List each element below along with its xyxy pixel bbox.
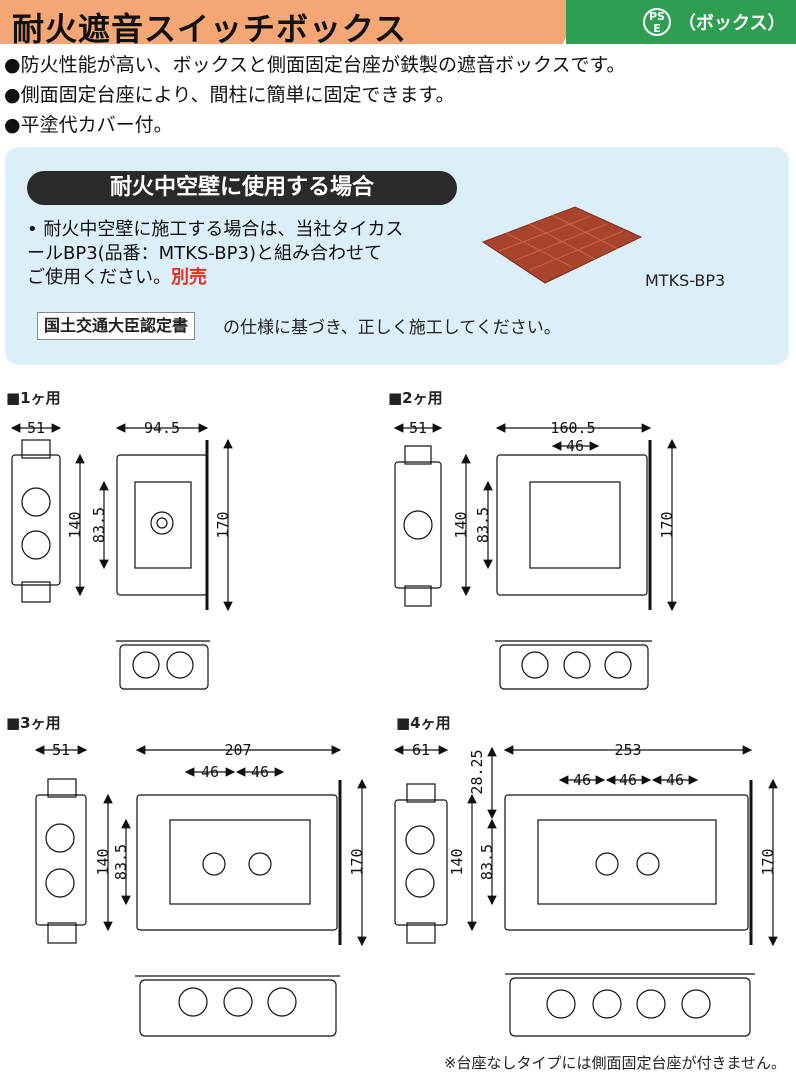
panel-text-line3-main: ご使用ください。 [27, 267, 171, 288]
dim-1gang-140: 140 [66, 511, 84, 538]
dim-4gang-835: 83.5 [478, 844, 496, 880]
dim-4gang-140: 140 [448, 848, 466, 875]
panel-text-line2: ールBP3(品番：MTKS-BP3)と組み合わせて [27, 243, 382, 264]
dim-3gang-pitch1: 46 [201, 763, 219, 781]
feature-item: ●平塗代カバー付。 [4, 114, 173, 136]
dim-4gang-width: 253 [614, 741, 641, 759]
drawing-4gang-bottom [505, 973, 755, 1037]
certificate-text: の仕様に基づき、正しく施工してください。 [223, 318, 561, 338]
dim-2gang-835: 83.5 [474, 507, 492, 543]
certificate-label: 国土交通大臣認定書 [37, 312, 196, 340]
drawing-1gang-front [75, 423, 233, 612]
drawing-4gang-front [467, 745, 778, 947]
header: 耐火遮音スイッチボックス PS E （ボックス） [0, 0, 796, 48]
dim-2gang-width: 160.5 [550, 419, 595, 437]
pse-mark-icon: PS E [643, 8, 671, 36]
feature-item: ●側面固定台座により、間柱に簡単に固定できます。 [4, 84, 455, 106]
panel-text-line1: • 耐火中空壁に施工する場合は、当社タイカス [27, 219, 404, 240]
dim-1gang-width: 94.5 [144, 419, 180, 437]
dim-4gang-pitch3: 46 [666, 771, 684, 789]
dim-1gang-835: 83.5 [90, 507, 108, 543]
drawing-3gang-front [103, 745, 367, 947]
dim-3gang-835: 83.5 [112, 844, 130, 880]
section-title-1gang: ■1ヶ用 [6, 389, 61, 407]
dim-1gang-side: 51 [27, 419, 45, 437]
drawing-3gang-bottom [135, 975, 340, 1037]
feature-item: ●防火性能が高い、ボックスと側面固定台座が鉄製の遮音ボックスです。 [4, 54, 626, 76]
dim-1gang-170: 170 [214, 511, 232, 538]
footnote: ※台座なしタイプには側面固定台座が付きません。 [443, 1054, 786, 1072]
section-title-3gang: ■3ヶ用 [6, 714, 61, 732]
dim-2gang-140: 140 [452, 511, 470, 538]
panel-text-line3: ご使用ください。別売 [27, 263, 207, 289]
drawing-4gang-side [393, 745, 449, 944]
dim-3gang-140: 140 [94, 848, 112, 875]
panel-title: 耐火中空壁に使用する場合 [27, 171, 457, 205]
dim-4gang-side: 61 [412, 741, 430, 759]
dim-3gang-side: 51 [52, 741, 70, 759]
dim-2gang-side: 51 [409, 419, 427, 437]
drawing-2gang-side [393, 423, 443, 607]
page-title: 耐火遮音スイッチボックス [12, 10, 408, 48]
section-title-2gang: ■2ヶ用 [388, 389, 443, 407]
section-title-4gang: ■4ヶ用 [396, 714, 451, 732]
category-label: （ボックス） [678, 13, 786, 34]
pse-mark-line1: PS [649, 10, 665, 23]
drawing-1gang-bottom [116, 640, 210, 690]
pse-mark-line2: E [653, 22, 661, 35]
dim-3gang-170: 170 [348, 848, 366, 875]
title-band [0, 0, 586, 44]
product-code-label: MTKS-BP3 [645, 271, 726, 290]
dim-3gang-pitch2: 46 [251, 763, 269, 781]
separate-sale-label: 別売 [171, 267, 207, 288]
dim-4gang-pitch1: 46 [573, 771, 591, 789]
drawing-1gang-side [10, 423, 62, 603]
dim-3gang-width: 207 [224, 741, 251, 759]
dim-2gang-170: 170 [658, 511, 676, 538]
dim-2gang-pitch: 46 [566, 437, 584, 455]
drawing-2gang-front [461, 423, 677, 612]
dim-4gang-pitch2: 46 [619, 771, 637, 789]
category-band [566, 0, 796, 44]
drawing-3gang-side [34, 745, 88, 944]
dim-4gang-top: 28.25 [468, 749, 486, 794]
fire-pad-illustration [481, 206, 643, 284]
fireproof-wall-panel: 耐火中空壁に使用する場合 • 耐火中空壁に施工する場合は、当社タイカス ールBP… [5, 147, 789, 365]
dim-4gang-170: 170 [759, 848, 777, 875]
drawing-2gang-bottom [495, 640, 652, 690]
